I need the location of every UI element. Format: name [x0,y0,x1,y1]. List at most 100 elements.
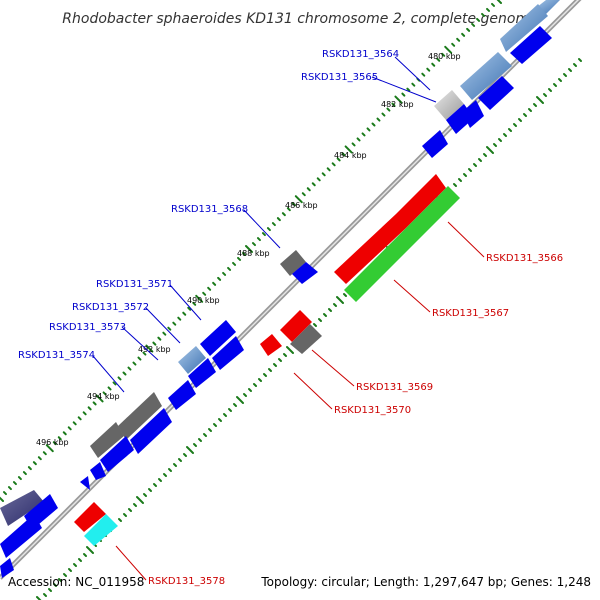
minor-tick [137,356,142,361]
gene-labels: RSKD131_3564 RSKD131_3565 RSKD131_3568 R… [18,49,563,587]
cds-feature[interactable] [0,490,44,526]
minor-tick [152,341,157,346]
minor-tick [62,431,67,436]
cds-feature[interactable] [292,262,318,284]
minor-tick [451,42,456,47]
cds-feature[interactable] [118,392,162,440]
minor-tick [476,17,481,22]
cds-feature[interactable] [500,4,548,52]
gene-label-rskd131-3567[interactable]: RSKD131_3567 [432,308,509,319]
cds-feature[interactable] [74,502,106,532]
cds-feature[interactable] [90,422,124,458]
major-tick [394,95,403,104]
minor-tick [198,438,202,442]
minor-tick [318,318,322,322]
cds-feature[interactable] [460,52,512,100]
minor-tick [351,142,356,147]
gene-label-rskd131-3568[interactable]: RSKD131_3568 [171,204,248,215]
gene-label-rskd131-3565[interactable]: RSKD131_3565 [301,72,378,83]
cds-feature[interactable] [212,336,244,370]
gene-label-rskd131-3573[interactable]: RSKD131_3573 [49,322,126,333]
cds-feature[interactable] [0,558,14,578]
minor-tick [573,63,577,67]
minor-tick [82,411,87,416]
gene-label-rskd131-3578[interactable]: RSKD131_3578 [148,576,225,587]
minor-tick [53,583,57,587]
minor-tick [558,78,562,82]
cds-feature[interactable] [80,476,90,490]
minor-tick [528,108,532,112]
minor-tick [207,286,212,291]
minor-tick [468,168,472,172]
cds-feature[interactable] [280,250,306,276]
gene-label-rskd131-3572[interactable]: RSKD131_3572 [72,302,149,313]
minor-tick [48,588,52,592]
cds-feature[interactable] [510,26,552,64]
minor-tick [518,118,522,122]
major-tick [336,296,344,304]
minor-tick [401,92,406,97]
cds-feature[interactable] [90,462,106,480]
cds-feature[interactable] [478,76,514,110]
cds-feature[interactable] [422,130,448,158]
minor-tick [453,183,457,187]
cds-feature[interactable] [290,324,322,354]
minor-tick [68,568,72,572]
gene-label-rskd131-3566[interactable]: RSKD131_3566 [486,253,563,264]
minor-tick [436,57,441,62]
minor-tick [323,313,327,317]
cds-feature[interactable] [446,104,474,134]
gene-label-rskd131-3570[interactable]: RSKD131_3570 [334,405,411,416]
cds-feature[interactable] [0,514,42,558]
cds-feature[interactable] [130,408,172,454]
cds-feature[interactable] [280,310,312,342]
minor-tick [271,222,276,227]
cds-feature[interactable] [188,358,216,388]
cds-feature[interactable] [200,320,236,356]
minor-tick [376,117,381,122]
minor-tick [92,401,97,406]
minor-tick [218,418,222,422]
cds-feature[interactable] [168,380,196,410]
minor-tick [256,237,261,242]
minor-tick [281,212,286,217]
minor-tick [128,508,132,512]
tick-label-482: 482 kbp [381,100,414,109]
major-tick [186,446,194,454]
minor-tick [107,386,112,391]
minor-tick [311,182,316,187]
minor-tick [223,413,227,417]
minor-tick [133,503,137,507]
minor-tick [548,88,552,92]
cds-feature[interactable] [344,186,460,302]
cds-feature[interactable] [434,90,464,120]
tick-label-496: 496 kbp [36,438,69,447]
cds-feature[interactable] [178,346,206,374]
tick-label-480: 480 kbp [428,52,461,61]
minor-tick [217,276,222,281]
minor-tick [481,12,486,17]
minor-tick [411,82,416,87]
minor-tick [458,178,462,182]
cds-feature[interactable] [260,334,282,356]
cds-feature[interactable] [334,174,446,284]
gene-label-rskd131-3569[interactable]: RSKD131_3569 [356,382,433,393]
minor-tick [498,138,502,142]
minor-tick [27,466,32,471]
minor-tick [533,103,537,107]
gene-label-rskd131-3574[interactable]: RSKD131_3574 [18,350,95,361]
major-tick [245,245,253,253]
major-tick [486,146,494,154]
minor-tick [291,202,296,207]
cds-feature[interactable] [100,436,134,472]
minor-tick [132,361,137,366]
minor-tick [313,323,317,327]
minor-tick [366,127,371,132]
minor-tick [167,326,172,331]
cds-feature[interactable] [84,514,118,546]
forward-strand-features [0,0,560,578]
gene-label-rskd131-3564[interactable]: RSKD131_3564 [322,49,399,60]
minor-tick [22,471,27,476]
minor-tick [543,93,547,97]
gene-label-rskd131-3571[interactable]: RSKD131_3571 [96,279,173,290]
